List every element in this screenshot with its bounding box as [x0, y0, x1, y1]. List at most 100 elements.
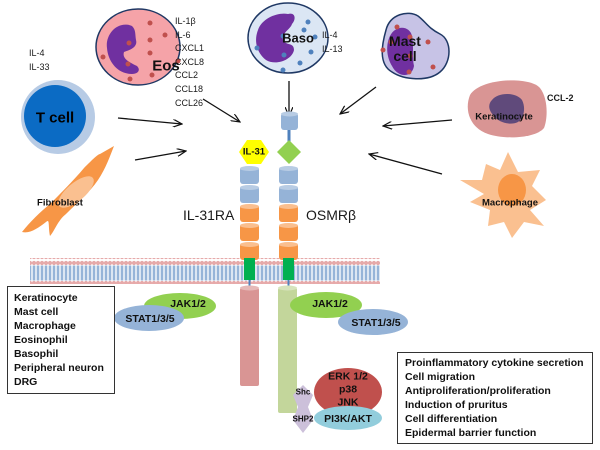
- mapk-ellipse: [314, 368, 382, 416]
- cytokine-label: CCL18: [175, 83, 204, 94]
- eos-nucleus: [106, 24, 139, 75]
- right-stat-label: STAT1/3/5: [351, 317, 401, 329]
- arrow-tcell: [117, 117, 182, 124]
- t-cell: [21, 80, 95, 154]
- cell-membrane: [30, 258, 380, 284]
- box-item: Keratinocyte: [14, 292, 78, 304]
- keratinocyte-cytokine: CCL-2: [547, 93, 574, 103]
- box-item: Antiproliferation/proliferation: [405, 385, 551, 397]
- cytokine-label: IL-4: [322, 30, 338, 40]
- fn3-domain: [279, 242, 298, 260]
- il31-ligand: [239, 140, 269, 164]
- keratinocyte-cell: [467, 80, 547, 138]
- box-item: Eosinophil: [14, 334, 68, 346]
- t-cell-body: [24, 85, 86, 147]
- ig-domain: [279, 185, 298, 203]
- osmr-extracellular-top: [281, 111, 298, 147]
- cytokine-label: IL-33: [29, 61, 50, 72]
- macrophage-cell: [460, 152, 546, 238]
- box-item: Epidermal barrier function: [405, 427, 537, 439]
- keratinocyte-label: Keratinocyte: [475, 111, 533, 123]
- shc-label: Shc: [295, 387, 311, 397]
- mast-label-line: Mast: [389, 33, 421, 49]
- tcell-cytokines: IL-4 IL-33: [29, 47, 50, 74]
- il31-label: IL-31: [242, 146, 266, 158]
- baso-granules: [254, 19, 318, 73]
- fn3-domain: [240, 242, 259, 260]
- box-item: Mast cell: [14, 306, 59, 318]
- box-item: Basophil: [14, 348, 59, 360]
- fn3-domain: [279, 223, 298, 241]
- arrow-keratinocyte: [383, 119, 453, 126]
- ig-domain: [279, 166, 298, 184]
- box-item: Macrophage: [14, 320, 76, 332]
- mast-label: Mast cell: [389, 34, 421, 64]
- arrow-fibroblast: [134, 151, 186, 161]
- box-item: Peripheral neuron: [14, 362, 104, 374]
- pi3k-label: PI3K/AKT: [324, 413, 372, 425]
- right-jak-ellipse: [290, 292, 362, 318]
- box-item: Cell migration: [405, 371, 476, 383]
- mast-nucleus: [387, 27, 414, 75]
- mapk-line: p38: [338, 383, 358, 396]
- cytokine-label: IL-6: [175, 29, 191, 40]
- mapk-line: ERK 1/2: [328, 370, 368, 383]
- mast-cell: [380, 12, 450, 80]
- osmr-label: OSMRβ: [306, 207, 357, 223]
- arrow-eos: [202, 98, 240, 122]
- shp2-label: SHP2: [292, 414, 314, 424]
- arrow-macrophage: [369, 154, 443, 175]
- cytokine-label: IL-4: [29, 48, 45, 58]
- box-item: Cell differentiation: [405, 413, 498, 425]
- fn3-domain: [279, 204, 298, 222]
- shc-shp2-adaptor: [293, 385, 313, 433]
- macrophage-label: Macrophage: [482, 197, 538, 209]
- mast-granules: [380, 24, 436, 75]
- arrows: [117, 81, 453, 175]
- fibroblast-cell: [22, 146, 114, 236]
- cytokine-label: CCL26: [175, 97, 204, 108]
- osmr-intracellular-tail: [278, 285, 297, 413]
- box-item: DRG: [14, 376, 38, 388]
- fibroblast-nucleus: [58, 176, 94, 208]
- osmr-ligand-binding-site: [277, 140, 301, 164]
- fn3-domain: [240, 204, 259, 222]
- arrow-mast: [340, 86, 377, 114]
- baso-nucleus: [256, 13, 295, 63]
- osmr-transmembrane: [283, 258, 294, 280]
- il31ra-transmembrane: [244, 258, 255, 280]
- cytokine-label: IL-1β: [175, 16, 196, 26]
- mapk-line: JNK: [337, 396, 359, 409]
- ig-domain: [240, 166, 259, 184]
- il31ra-chain: [240, 166, 259, 260]
- eos-granules: [100, 20, 181, 82]
- eos-label: Eos: [152, 57, 180, 75]
- baso-cytokines: IL-4 IL-13: [322, 29, 343, 56]
- baso-label: Baso: [282, 30, 314, 46]
- cytokine-label: IL-13: [322, 43, 343, 54]
- left-jak-label: JAK1/2: [170, 298, 206, 310]
- cytokine-label: CXCL8: [175, 56, 205, 67]
- cytokine-label: CCL2: [175, 70, 199, 81]
- osmr-chain: [279, 166, 298, 260]
- keratinocyte-nucleus: [489, 94, 525, 124]
- functions-box: Proinflammatory cytokine secretion Cell …: [397, 352, 593, 444]
- right-stat-ellipse: [338, 309, 408, 335]
- eosinophil: [95, 8, 181, 86]
- fibroblast-label: Fibroblast: [37, 197, 83, 209]
- il31ra-intracellular-tail: [240, 285, 259, 386]
- fn3-domain: [240, 223, 259, 241]
- left-stat-label: STAT1/3/5: [125, 313, 175, 325]
- expressing-cells-box: Keratinocyte Mast cell Macrophage Eosino…: [7, 286, 115, 394]
- box-item: Induction of pruritus: [405, 399, 508, 411]
- right-jak-label: JAK1/2: [312, 298, 348, 310]
- pi3k-ellipse: [314, 406, 382, 430]
- cytokine-label: CXCL1: [175, 43, 205, 54]
- basophil: [247, 2, 329, 74]
- mapk-label: ERK 1/2 p38 JNK: [328, 371, 368, 410]
- left-stat-ellipse: [114, 305, 184, 331]
- il31ra-label: IL-31RA: [183, 207, 235, 223]
- ig-domain: [240, 185, 259, 203]
- macrophage-nucleus: [498, 174, 526, 206]
